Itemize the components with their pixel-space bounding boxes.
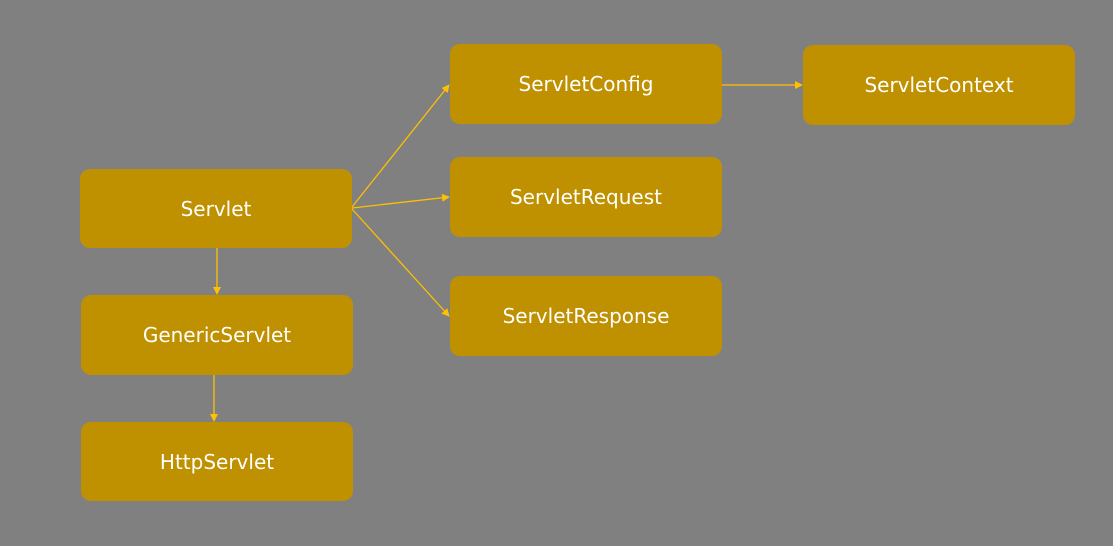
node-servlet-context: ServletContext [803,45,1075,125]
node-servlet-label: Servlet [180,196,252,221]
edge-servlet-to-servletrequest [351,193,450,209]
node-generic-servlet-label: GenericServlet [142,323,292,347]
node-http-servlet: HttpServlet [81,422,353,501]
node-servlet-request: ServletRequest [450,157,722,237]
node-servlet-config: ServletConfig [450,44,722,124]
edge-servlet-to-servletresponse [351,208,450,317]
node-servlet-config-label: ServletConfig [518,72,654,96]
node-servlet-response-label: ServletResponse [502,304,670,328]
edge-servlet-to-servletconfig [351,84,450,208]
node-http-servlet-label: HttpServlet [159,449,275,474]
node-servlet: Servlet [80,169,352,248]
node-servlet-context-label: ServletContext [864,73,1014,97]
node-generic-servlet: GenericServlet [81,295,353,375]
node-servlet-request-label: ServletRequest [509,185,662,209]
node-servlet-response: ServletResponse [450,276,722,356]
